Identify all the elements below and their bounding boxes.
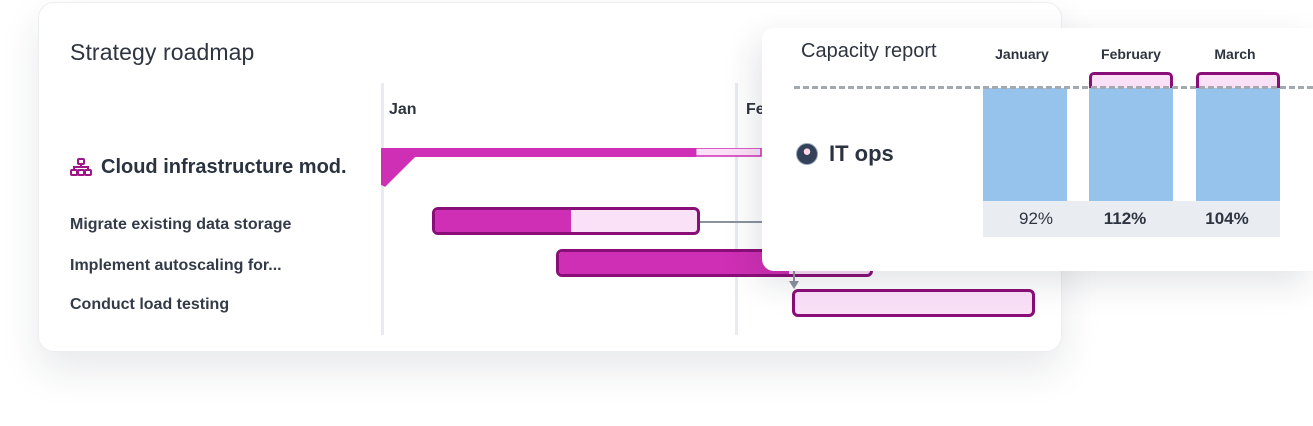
capacity-bar-march[interactable] xyxy=(1196,88,1280,201)
team-row[interactable]: IT ops xyxy=(796,141,894,167)
capacity-percent-february: 112% xyxy=(1072,201,1178,237)
dependency-line xyxy=(699,221,769,223)
capacity-percent-january: 92% xyxy=(983,201,1089,237)
team-name: IT ops xyxy=(829,141,894,166)
month-label-feb: Fe xyxy=(746,101,765,118)
team-avatar xyxy=(796,143,818,165)
capacity-title: Capacity report xyxy=(801,40,937,62)
month-label-jan: Jan xyxy=(389,101,417,118)
hierarchy-icon xyxy=(70,157,92,176)
capacity-month-february: February xyxy=(1101,46,1161,62)
task-label-load-testing[interactable]: Conduct load testing xyxy=(70,296,230,313)
capacity-bar-february[interactable] xyxy=(1089,88,1173,201)
task-label-migrate[interactable]: Migrate existing data storage xyxy=(70,216,292,233)
task-label-autoscaling[interactable]: Implement autoscaling for... xyxy=(70,257,282,274)
month-divider-feb xyxy=(735,83,738,335)
task-progress-fill xyxy=(559,252,790,274)
roadmap-title: Strategy roadmap xyxy=(70,39,255,65)
capacity-bar-january[interactable] xyxy=(983,88,1067,201)
dependency-arrow-icon xyxy=(789,269,799,289)
task-bar-migrate[interactable] xyxy=(432,207,700,235)
month-divider-jan xyxy=(381,83,384,335)
capacity-threshold-line xyxy=(794,86,1313,89)
group-label: Cloud infrastructure mod. xyxy=(101,156,347,178)
over-capacity-february xyxy=(1089,72,1173,90)
capacity-month-january: January xyxy=(995,46,1049,62)
over-capacity-march xyxy=(1196,72,1280,90)
task-bar-load-testing[interactable] xyxy=(792,289,1035,317)
summary-progress-fill xyxy=(381,148,697,157)
capacity-percent-march: 104% xyxy=(1174,201,1280,237)
group-row[interactable]: Cloud infrastructure mod. xyxy=(70,156,347,179)
task-progress-fill xyxy=(435,210,572,232)
capacity-month-march: March xyxy=(1214,46,1256,62)
summary-bar[interactable] xyxy=(381,148,771,190)
